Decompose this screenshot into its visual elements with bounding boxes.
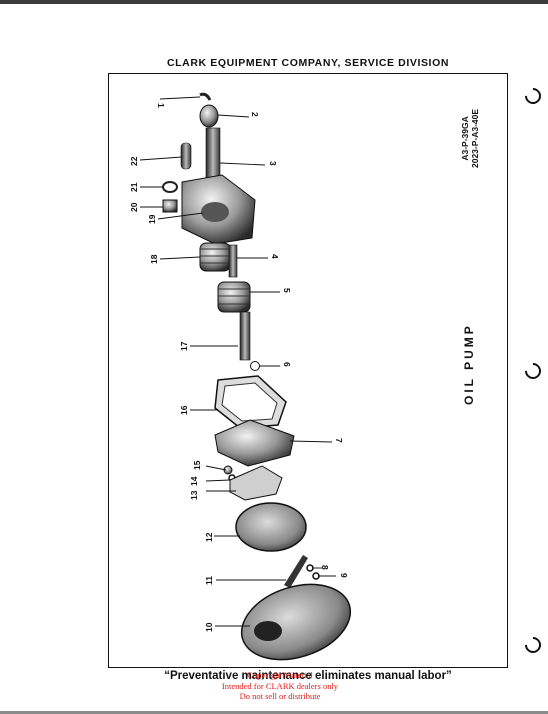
- callout-3: 3: [268, 161, 278, 166]
- figure-frame: [108, 73, 508, 668]
- callout-18: 18: [149, 254, 159, 264]
- callout-10: 10: [204, 622, 214, 632]
- callout-14: 14: [189, 476, 199, 486]
- callout-9: 9: [339, 573, 349, 578]
- part-3-pump-body: [181, 127, 256, 245]
- callout-16: 16: [179, 405, 189, 415]
- part-13-screen-plate: [229, 465, 283, 501]
- part-10-float: [240, 583, 352, 661]
- part-17-pump-shaft: [239, 311, 251, 361]
- callout-5: 5: [282, 288, 292, 293]
- part-22-pin: [180, 142, 192, 170]
- leader-lines: [139, 96, 336, 627]
- part-4-idler-shaft: [228, 244, 238, 278]
- callout-6: 6: [282, 362, 292, 367]
- watermark-line-2: Intended for CLARK dealers only: [221, 680, 339, 691]
- part-7-cover: [214, 419, 295, 467]
- copyright-watermark: Copyright Material Intended for CLARK de…: [200, 670, 360, 702]
- callout-11: 11: [204, 576, 214, 585]
- callout-8: 8: [320, 565, 330, 570]
- callout-7: 7: [334, 438, 344, 443]
- callout-15: 15: [192, 460, 202, 470]
- watermark-line-3: Do not sell or distribute: [239, 691, 321, 701]
- callout-21: 21: [129, 182, 139, 192]
- bottom-border: [0, 711, 548, 714]
- page-header: CLARK EQUIPMENT COMPANY, SERVICE DIVISIO…: [166, 57, 450, 69]
- part-18-idler-gear: [199, 242, 231, 272]
- part-16-gasket: [214, 375, 287, 429]
- top-border: [0, 0, 548, 4]
- part-6-ball: [250, 361, 260, 371]
- part-20-nut: [162, 199, 178, 213]
- part-11-clip: [284, 555, 308, 588]
- callout-20: 20: [129, 202, 139, 212]
- part-5-drive-gear: [217, 281, 251, 313]
- part-1-pin: [199, 92, 212, 101]
- callout-2: 2: [250, 112, 260, 117]
- callout-4: 4: [270, 254, 280, 259]
- footer-motto: “Preventative maintenance eliminates man…: [164, 670, 452, 682]
- callout-22: 22: [129, 156, 139, 166]
- callout-1: 1: [156, 103, 166, 108]
- callout-19: 19: [147, 214, 157, 224]
- callout-labels: 1 2 3 4 5 6 7 8 9 10 11 12 13 14 15 16 1…: [129, 103, 349, 632]
- part-21-washer: [162, 181, 178, 193]
- callout-17: 17: [179, 341, 189, 351]
- part-12-screen: [235, 502, 307, 552]
- callout-13: 13: [189, 490, 199, 500]
- part-2-drive-gear: [199, 104, 219, 128]
- callout-12: 12: [204, 532, 214, 542]
- watermark-line-1: Copyright Material: [247, 670, 313, 680]
